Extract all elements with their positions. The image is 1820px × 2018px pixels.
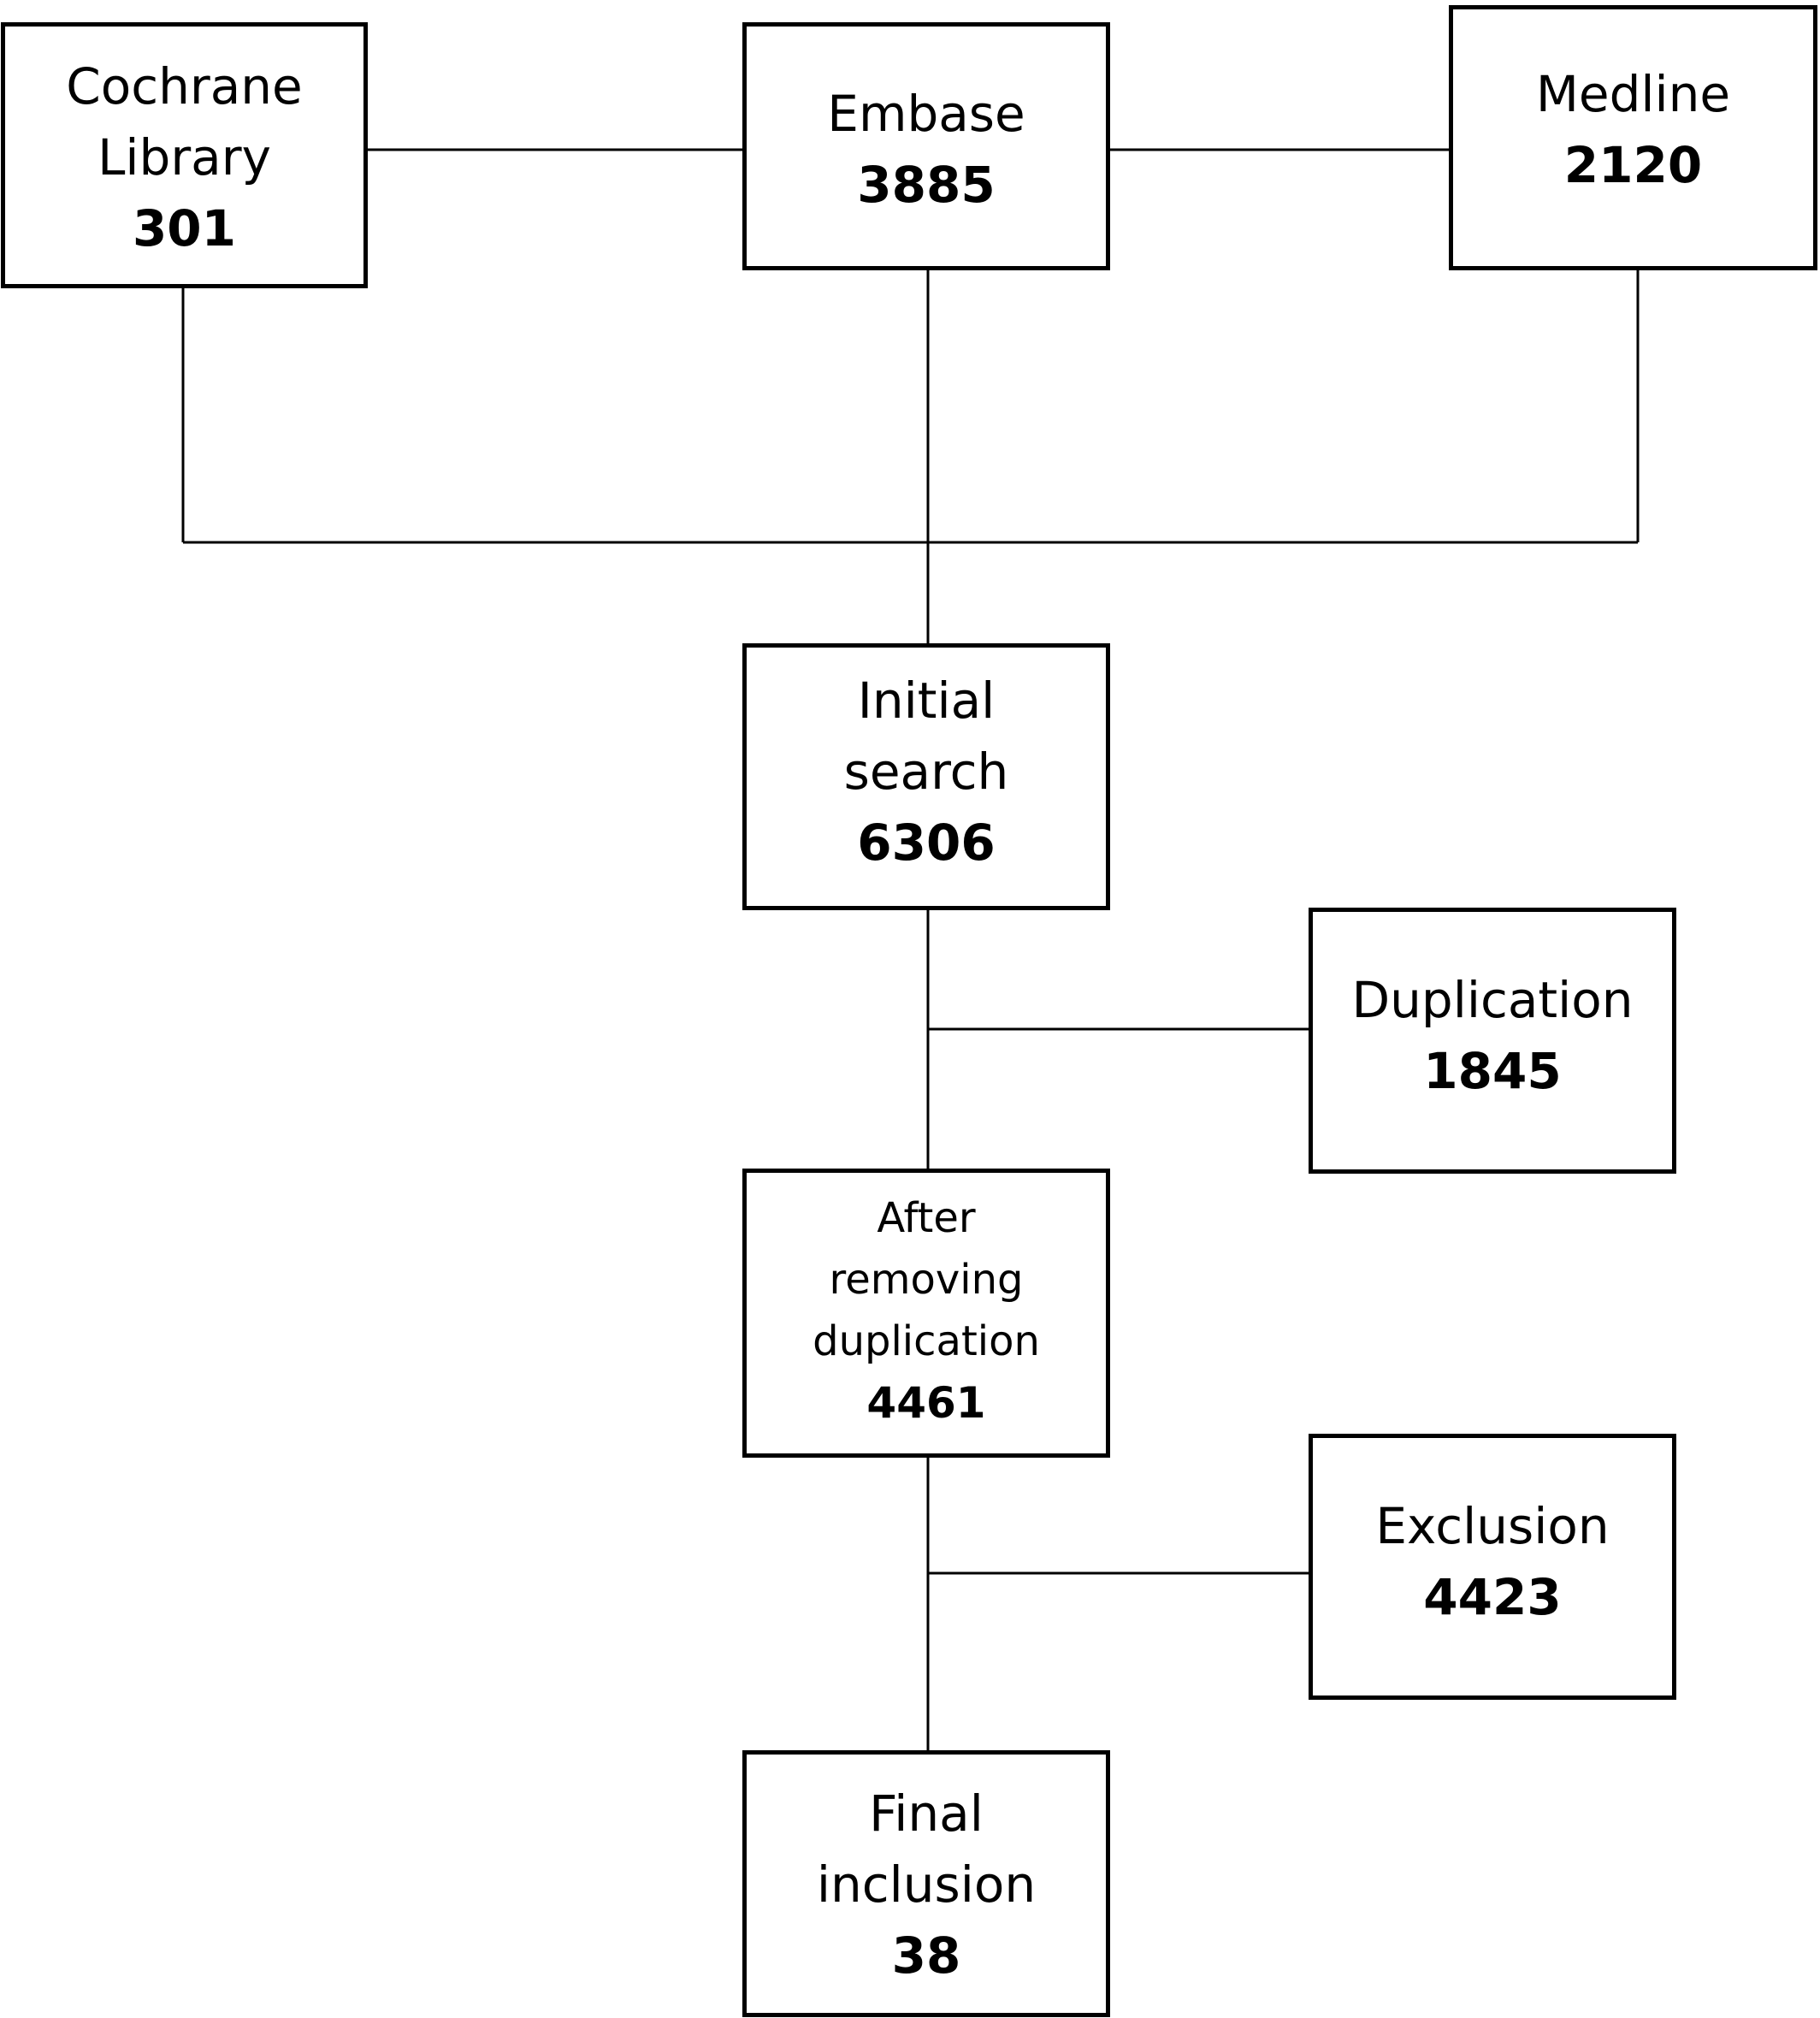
final-inclusion-label-line1: Final [869, 1784, 984, 1843]
embase-count: 3885 [857, 156, 996, 214]
initial-search-count: 6306 [857, 813, 996, 872]
cochrane-count: 301 [132, 199, 237, 257]
initial-search-label-line1: Initial [857, 671, 996, 730]
after-removing-label-line1: After [877, 1194, 976, 1242]
final-inclusion-label-line2: inclusion [816, 1855, 1037, 1914]
after-removing-label-line2: removing [829, 1256, 1024, 1304]
final-inclusion-box: Final inclusion 38 [742, 1750, 1110, 2017]
duplication-label: Duplication [1351, 970, 1634, 1029]
cochrane-library-box: Cochrane Library 301 [1, 22, 368, 288]
initial-search-label-line2: search [843, 742, 1009, 801]
duplication-count: 1845 [1423, 1041, 1562, 1100]
medline-label: Medline [1535, 65, 1731, 123]
exclusion-count: 4423 [1423, 1567, 1562, 1626]
cochrane-label-line1: Cochrane [66, 57, 303, 115]
exclusion-label: Exclusion [1375, 1496, 1610, 1555]
cochrane-label-line2: Library [98, 128, 271, 186]
medline-box: Medline 2120 [1449, 5, 1817, 270]
exclusion-box: Exclusion 4423 [1309, 1434, 1676, 1700]
initial-search-box: Initial search 6306 [742, 643, 1110, 910]
after-removing-count: 4461 [866, 1378, 986, 1428]
embase-box: Embase 3885 [742, 22, 1110, 270]
after-removing-label-line3: duplication [812, 1317, 1040, 1365]
duplication-box: Duplication 1845 [1309, 908, 1676, 1174]
embase-label: Embase [827, 85, 1025, 143]
final-inclusion-count: 38 [891, 1926, 961, 1985]
medline-count: 2120 [1563, 136, 1703, 194]
after-removing-duplication-box: After removing duplication 4461 [742, 1169, 1110, 1458]
